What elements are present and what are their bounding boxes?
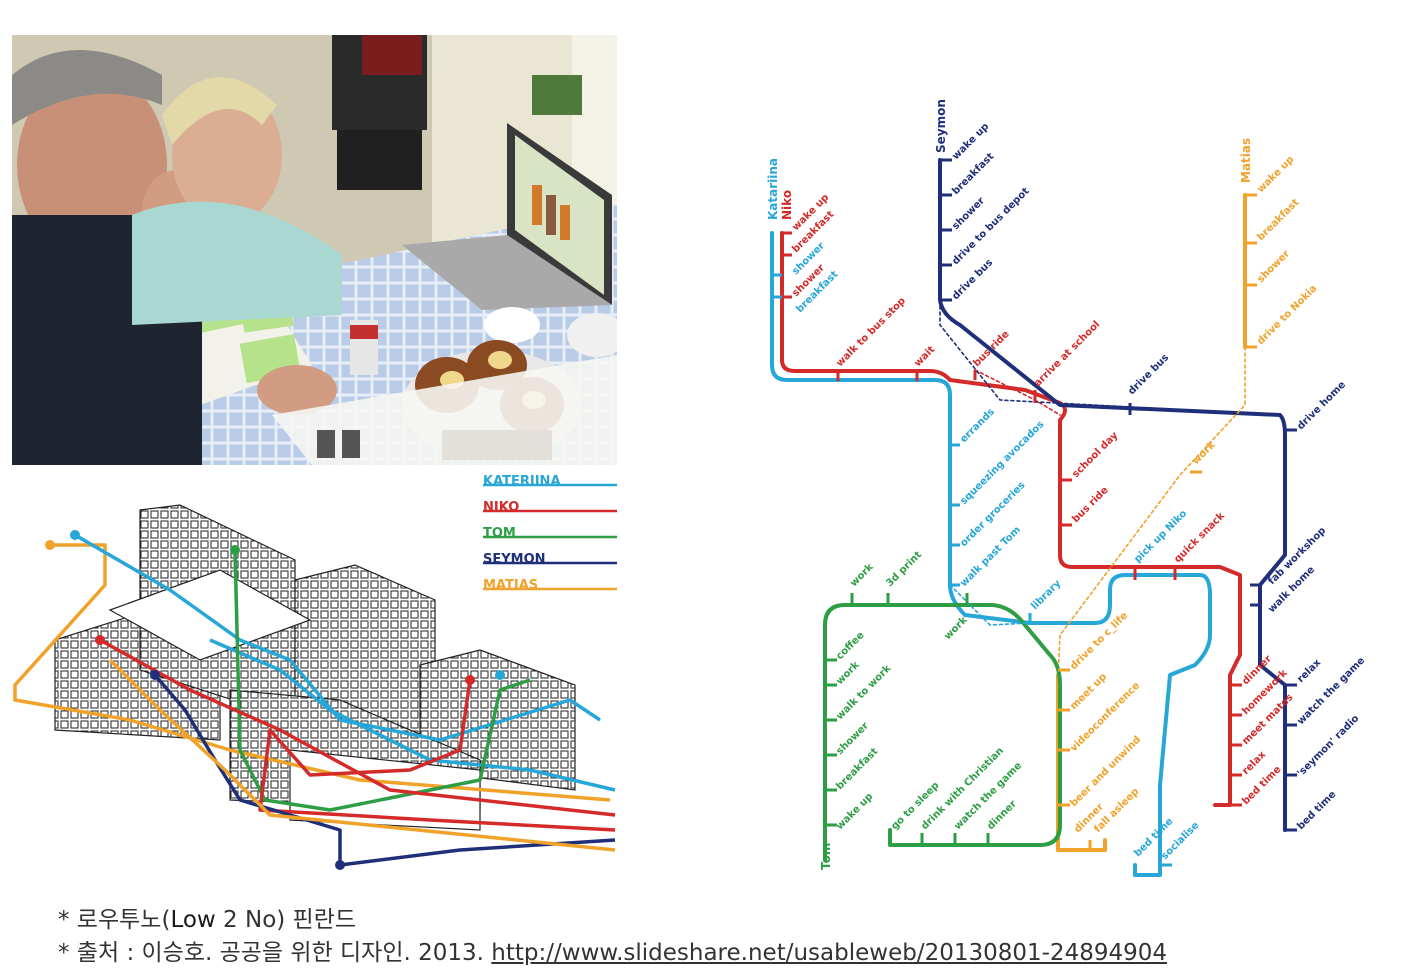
caption-strong: Low [170,907,216,933]
stop-label: dinner [985,798,1019,832]
legend-item-matias: MATIAS [483,578,617,593]
legend-item-seymon: SEYMON [483,552,617,567]
stop-label: drive bus [1126,352,1171,397]
line-label-matias: Matias [1239,138,1253,183]
legend-item-tom: TOM [483,526,617,541]
stop-label: school day [1070,430,1120,480]
stop-label: arrive at school [1032,319,1102,389]
svg-text:SEYMON: SEYMON [483,552,546,567]
stop-label: shower [950,195,987,232]
isometric-routes [13,533,616,867]
stop-label: 3d print [884,549,924,589]
svg-text:KATERIINA: KATERIINA [483,474,561,489]
stop-label: bus ride [1070,485,1110,525]
stop-label: work [1190,440,1218,468]
stop-label: drive to Nokia [1255,283,1319,347]
stop-label: wake up [834,791,875,832]
line-label-niko: Niko [780,190,794,220]
stop-label: library [1029,578,1063,612]
line-tom [823,603,1062,862]
svg-text:NIKO: NIKO [483,500,519,515]
stop-label: meet up [1068,671,1109,712]
stop-label: shower [834,720,871,757]
source-link[interactable]: http://www.slideshare.net/usableweb/2013… [491,940,1168,966]
caption-rest: 2 No) 핀란드 [215,907,357,933]
source-label: * 출처 : 이승호. 공공을 위한 디자인. 2013. [58,940,492,966]
line-label-katariina: Katariina [766,158,780,220]
isometric-stop-dots [45,530,505,870]
line-label-seymon: Seymon [934,99,948,153]
line-katariina [770,231,1212,877]
stop-label: relax [1295,657,1323,685]
svg-text:TOM: TOM [483,526,516,541]
line-seymon [938,158,1287,832]
svg-text:MATIAS: MATIAS [483,578,538,593]
stop-label: errands [958,406,997,445]
stop-label: shower [1255,248,1292,285]
legend-item-kateriina: KATERIINA [483,474,617,489]
stop-label: work [942,615,970,643]
daily-transit-map: Katariina Niko Seymon Matias Tom wake up… [760,85,1380,885]
workshop-photo [12,35,617,465]
stop-label: drive home [1295,379,1348,432]
caption-prefix: * 로우투노( [58,907,171,933]
stop-label: bed time [1295,789,1338,832]
legend: KATERIINA NIKO TOM SEYMON MATIAS [483,474,617,593]
stop-label: breakfast [1255,197,1301,243]
stop-label: work [834,660,862,688]
caption-line-2: * 출처 : 이승호. 공공을 위한 디자인. 2013. http://www… [58,933,1167,967]
stop-label: wait [912,344,937,369]
stop-label: work [848,562,876,590]
stop-label: walk to bus stop [834,295,908,369]
stop-label: relax [1240,749,1268,777]
stop-ticks [772,158,1297,875]
stop-label: coffee [834,630,866,662]
isometric-route-diagram: KATERIINA NIKO TOM SEYMON MATIAS [10,470,620,890]
legend-item-niko: NIKO [483,500,617,515]
caption-line-1: * 로우투노(Low 2 No) 핀란드 [58,900,356,934]
stop-label: drive to c_life [1068,610,1130,672]
line-label-tom: Tom [819,843,833,870]
stop-label: wake up [1255,154,1296,195]
